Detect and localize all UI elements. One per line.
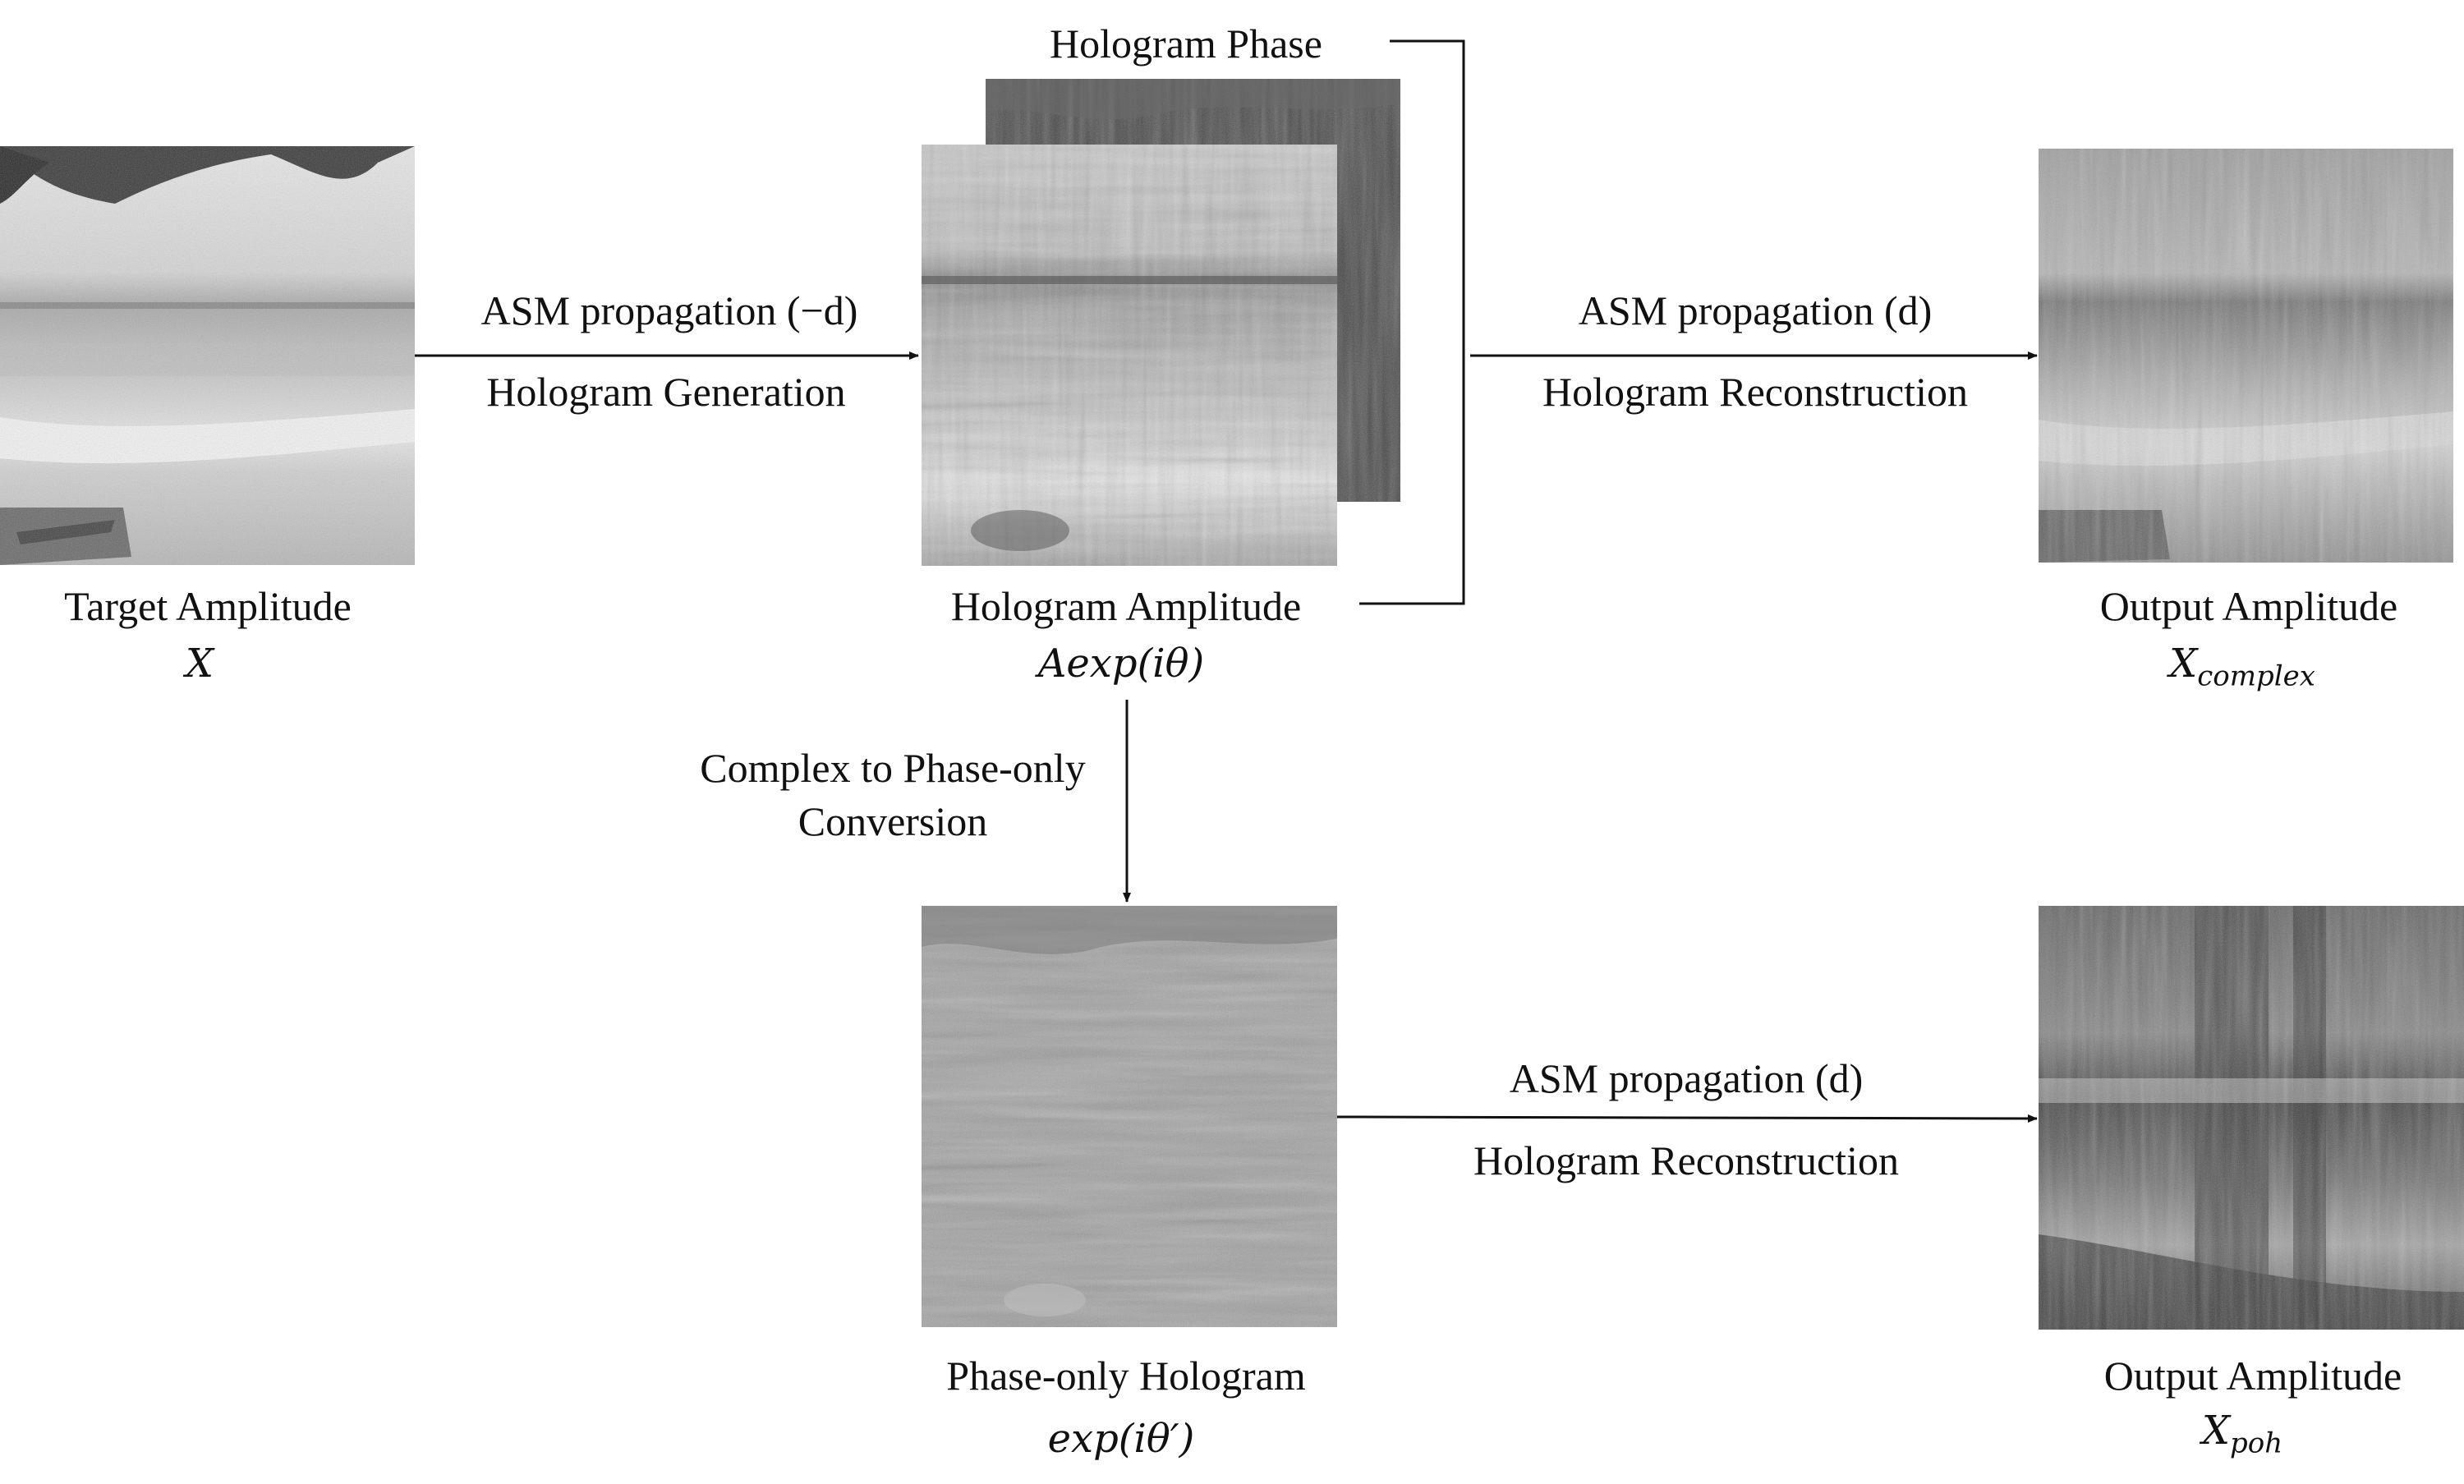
conversion-label-line2: Conversion: [798, 798, 988, 844]
target-amplitude-label: Target Amplitude: [64, 583, 352, 629]
generation-arrow-bottom-label: Hologram Generation: [486, 369, 846, 415]
hologram-symbol: Aexp(iθ): [1037, 641, 1205, 687]
hologram-amplitude-label: Hologram Amplitude: [950, 583, 1302, 629]
reconstruction-complex-top-label: ASM propagation (d): [1578, 287, 1933, 333]
output-poh-label: Output Amplitude: [2103, 1353, 2402, 1399]
output-poh-image: [2039, 906, 2464, 1330]
reconstruction-poh-arrow: [1336, 1114, 2038, 1123]
output-complex-image: [2039, 149, 2453, 563]
target-amplitude-symbol: X: [185, 641, 214, 687]
reconstruction-poh-bottom-label: Hologram Reconstruction: [1473, 1137, 1899, 1183]
hologram-phase-label: Hologram Phase: [1050, 21, 1322, 67]
output-complex-symbol: Xcomplex: [2169, 641, 2315, 693]
output-complex-label: Output Amplitude: [2099, 583, 2398, 629]
phase-only-hologram-image: [922, 906, 1337, 1327]
phase-only-hologram-label: Phase-only Hologram: [946, 1353, 1306, 1399]
reconstruction-poh-top-label: ASM propagation (d): [1509, 1055, 1864, 1101]
phase-only-hologram-symbol: exp(iθ′): [1047, 1416, 1195, 1462]
hologram-bracket: [1359, 39, 1465, 605]
conversion-label-line1: Complex to Phase-only: [700, 745, 1086, 791]
hologram-amplitude-image: [922, 145, 1337, 566]
output-poh-symbol: Xpoh: [2201, 1408, 2283, 1460]
reconstruction-complex-bottom-label: Hologram Reconstruction: [1542, 369, 1968, 415]
generation-arrow-top-label: ASM propagation (−d): [480, 287, 858, 333]
target-amplitude-image: [0, 146, 415, 565]
